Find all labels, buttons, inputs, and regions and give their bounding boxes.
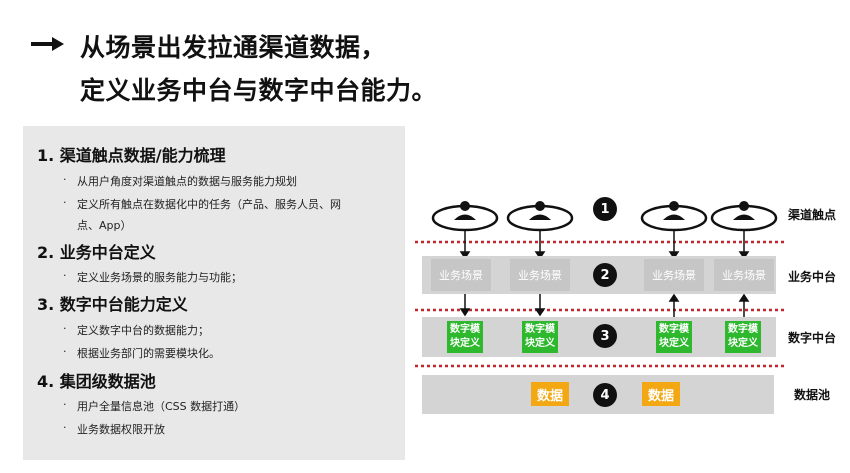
section-heading-1: 1. 渠道触点数据/能力梳理 [37,146,226,165]
business-scene-box: 业务场景 [510,259,570,291]
section-heading-4: 4. 集团级数据池 [37,372,156,391]
user-touchpoint-icon [710,201,778,232]
digital-module-box: 数字模块定义 [522,321,558,353]
data-tag: 数据 [642,382,680,406]
business-scene-box: 业务场景 [431,259,491,291]
vertical-arrow [459,293,750,318]
section-1-bullet-1: ·从用户角度对渠道触点的数据与服务能力规划 [63,173,297,188]
right-arrow-icon [31,37,64,51]
row-label-touchpoint: 渠道触点 [788,208,837,222]
step-number-4: 4 [593,383,617,407]
step-number-2: 2 [593,263,617,287]
business-scene-box: 业务场景 [644,259,704,291]
section-heading-3: 3. 数字中台能力定义 [37,295,188,314]
user-touchpoint-icon [506,201,574,232]
section-4-bullet-1: ·用户全量信息池（CSS 数据打通） [63,398,246,413]
down-arrow [459,230,750,260]
business-scene-box: 业务场景 [714,259,774,291]
section-1-bullet-2: ·定义所有触点在数据化中的任务（产品、服务人员、网 [63,196,341,211]
steps-panel: 1. 渠道触点数据/能力梳理 ·从用户角度对渠道触点的数据与服务能力规划 ·定义… [23,126,405,460]
section-3-bullet-2: ·根据业务部门的需要模块化。 [63,345,220,360]
section-2-bullet-1: ·定义业务场景的服务能力与功能； [63,269,242,284]
digital-module-box: 数字模块定义 [447,321,483,353]
data-tag: 数据 [531,382,569,406]
digital-module-box: 数字模块定义 [656,321,692,353]
page-title-line-2: 定义业务中台与数字中台能力。 [80,76,438,105]
section-heading-2: 2. 业务中台定义 [37,243,156,262]
step-number-1: 1 [593,197,617,221]
row-label-digital-platform: 数字中台 [788,331,837,345]
section-4-bullet-2: ·业务数据权限开放 [63,421,165,436]
user-touchpoint-icon [431,201,499,232]
step-number-3: 3 [593,324,617,348]
section-3-bullet-1: ·定义数字中台的数据能力； [63,322,209,337]
row-label-business-platform: 业务中台 [788,270,837,284]
digital-module-box: 数字模块定义 [725,321,761,353]
row-label-data-pool: 数据池 [794,388,831,402]
page-title-line-1: 从场景出发拉通渠道数据， [80,33,387,62]
user-touchpoint-icon [640,201,708,232]
section-1-bullet-2-cont: 点、App） [77,219,132,232]
